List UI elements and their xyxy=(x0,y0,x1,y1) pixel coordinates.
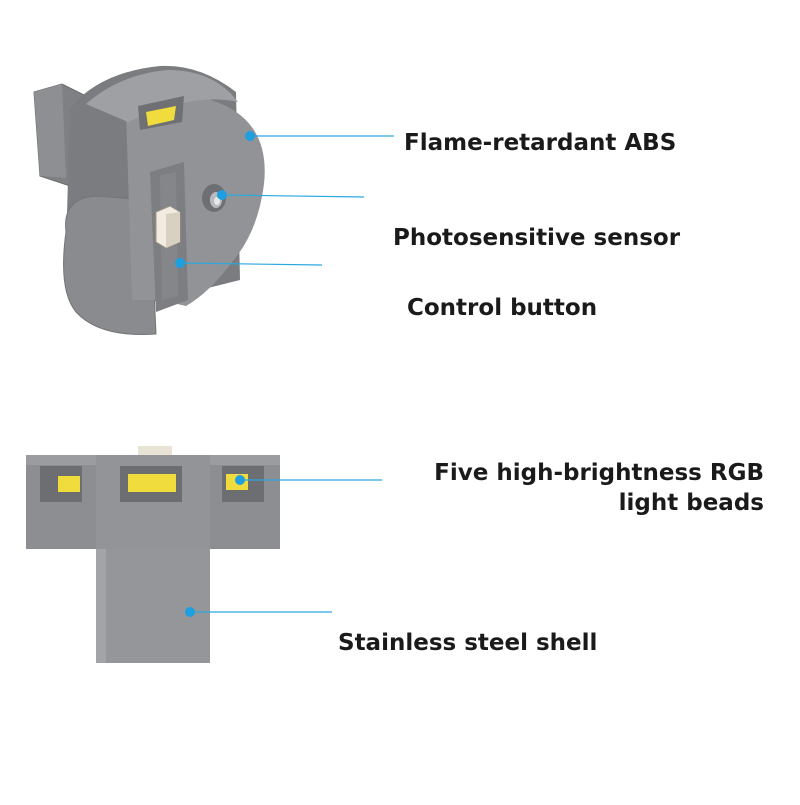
callout-abs xyxy=(245,131,394,141)
label-light-beads: Five high-brightness RGB light beads xyxy=(434,458,764,518)
label-light-beads-line1: Five high-brightness RGB xyxy=(434,460,764,486)
device-angled-view xyxy=(33,65,265,335)
device-front-view xyxy=(26,446,280,663)
callout-button xyxy=(175,258,323,268)
callout-beads xyxy=(235,475,382,485)
callouts xyxy=(175,131,394,617)
led-left xyxy=(40,466,82,502)
label-light-beads-line2: light beads xyxy=(618,490,764,516)
label-control-button: Control button xyxy=(407,295,598,321)
callout-sensor xyxy=(217,190,365,200)
label-photosensitive-sensor: Photosensitive sensor xyxy=(393,225,681,251)
label-flame-retardant-abs: Flame-retardant ABS xyxy=(404,130,677,156)
callout-steel xyxy=(185,607,332,617)
label-stainless-steel-shell: Stainless steel shell xyxy=(338,630,598,656)
led-center xyxy=(120,466,182,502)
